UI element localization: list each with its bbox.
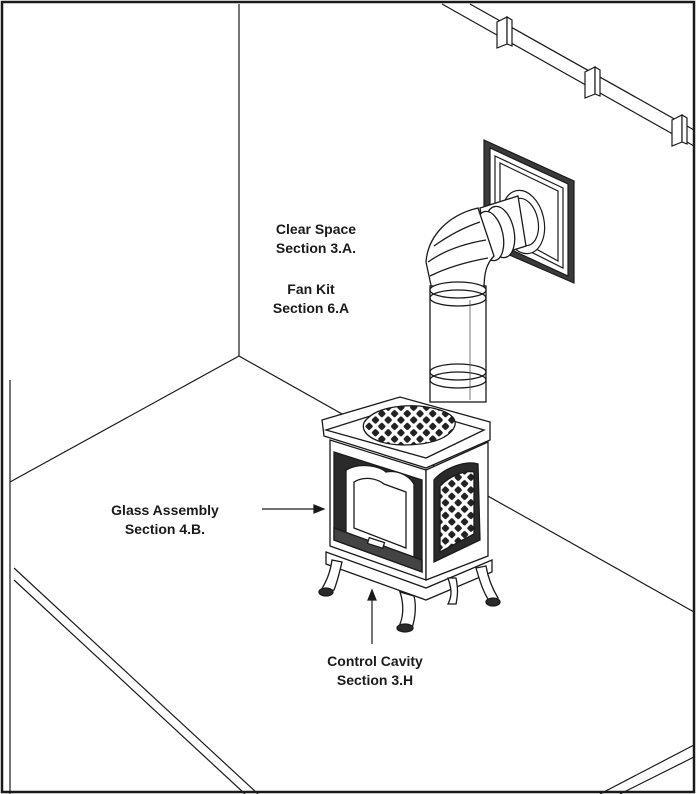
floor-left-edge	[9, 355, 240, 483]
callout-control-cavity: Control Cavity Section 3.H	[300, 652, 450, 690]
callout-fan-kit: Fan Kit Section 6.A	[241, 280, 381, 318]
callout-fan-kit-section: Section 6.A	[272, 300, 350, 316]
vent-pipe	[425, 195, 527, 403]
floor-front-line-b	[13, 579, 246, 794]
leader-arrows	[262, 504, 377, 644]
callout-clear-space-title: Clear Space	[275, 221, 357, 237]
callout-control-cavity-title: Control Cavity	[327, 653, 423, 669]
floor-front-line-c	[599, 744, 695, 794]
floor-front-line-a	[13, 567, 259, 794]
callout-fan-kit-title: Fan Kit	[287, 281, 335, 297]
callout-control-cavity-section: Section 3.H	[336, 672, 414, 688]
floor-front-line-d	[619, 756, 695, 794]
callout-glass-assembly-title: Glass Assembly	[111, 502, 219, 518]
callout-glass-assembly-section: Section 4.B.	[124, 521, 206, 537]
roof-rafters	[441, 3, 695, 147]
callout-clear-space: Clear Space Section 3.A.	[246, 220, 386, 258]
callout-glass-assembly: Glass Assembly Section 4.B.	[80, 501, 250, 539]
callout-clear-space-section: Section 3.A.	[275, 240, 357, 256]
glass-assembly-arrowhead	[313, 504, 326, 514]
stove	[318, 396, 501, 633]
control-cavity-arrowhead	[367, 588, 377, 601]
